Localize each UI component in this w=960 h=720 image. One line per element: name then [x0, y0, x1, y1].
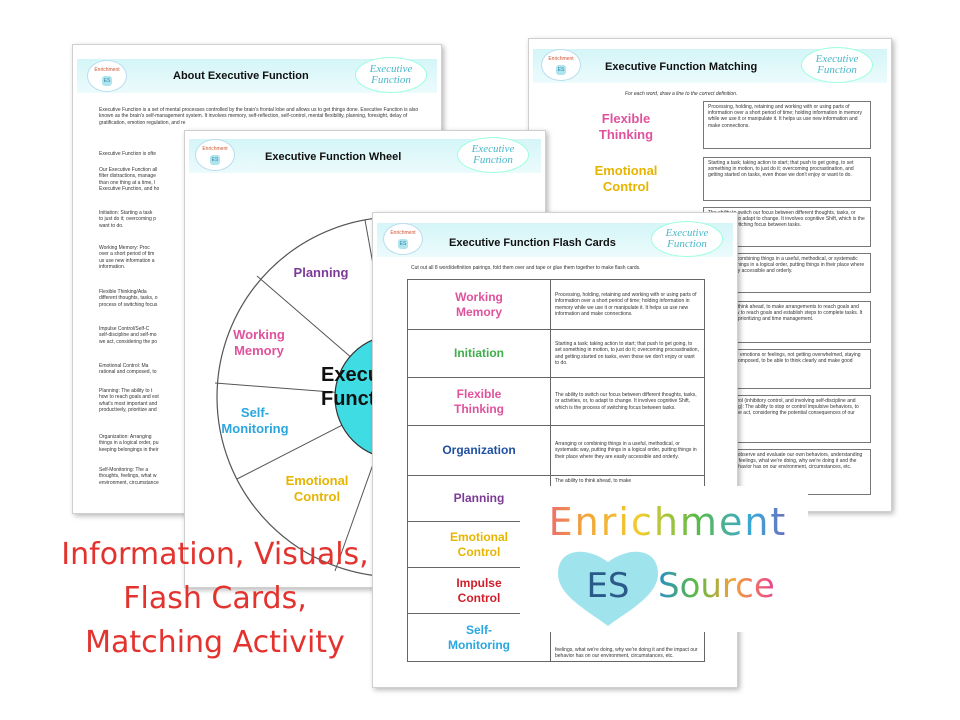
- flash-definition: The ability to switch our focus between …: [550, 377, 705, 426]
- table-row: Flexible Thinking The ability to switch …: [407, 377, 705, 426]
- table-row: Organization Arranging or combining thin…: [407, 425, 705, 476]
- sheet-title: Executive Function Matching: [605, 61, 758, 73]
- wheel-label-planning: Planning: [293, 265, 349, 280]
- instructions: Cut out all 8 word/definition pairings, …: [411, 265, 641, 271]
- heart-icon: [558, 551, 658, 626]
- logo-word-enrichment: Enrichment: [528, 500, 808, 544]
- flash-definition: Starting a task; taking action to start;…: [550, 329, 705, 378]
- flash-word: Working Memory: [407, 279, 551, 330]
- tagline-line-3: Matching Activity: [85, 625, 345, 660]
- flash-definition: Arranging or combining things in a usefu…: [550, 425, 705, 476]
- flash-word: Organization: [407, 425, 551, 476]
- logo-graphic: [558, 551, 658, 626]
- impulse-control-paragraph: Impulse Control/Self-C self-discipline a…: [99, 326, 158, 345]
- executive-function-badge: Executive Function: [651, 221, 723, 257]
- enrichment-source-logo-large: Enrichment ES Source: [520, 486, 808, 632]
- tagline-line-2: Flash Cards,: [123, 581, 307, 616]
- table-row: Working Memory Processing, holding, reta…: [407, 279, 705, 330]
- sheet-title: About Executive Function: [173, 70, 309, 82]
- sheet-title: Executive Function Flash Cards: [449, 237, 616, 249]
- flash-definition: Processing, holding, retaining and worki…: [550, 279, 705, 330]
- logo-word-source: Source: [658, 566, 808, 606]
- planning-paragraph: Planning: The ability to t how to reach …: [99, 388, 159, 414]
- definition-box: Processing, holding, retaining and worki…: [703, 101, 871, 149]
- definition-box: Starting a task; taking action to start;…: [703, 157, 871, 201]
- flash-word: Flexible Thinking: [407, 377, 551, 426]
- executive-function-badge: Executive Function: [355, 57, 427, 93]
- organization-paragraph: Organization: Arranging things in a logi…: [99, 434, 159, 453]
- logo-badge-es: ES: [586, 566, 630, 606]
- working-memory-paragraph: Working Memory: Proc over a short period…: [99, 245, 155, 271]
- executive-function-badge: Executive Function: [801, 47, 873, 83]
- executive-function-badge: Executive Function: [457, 137, 529, 173]
- word-flexible-thinking: Flexible Thinking: [598, 111, 654, 142]
- flexible-thinking-paragraph: Flexible Thinking/Ada different thoughts…: [99, 289, 158, 308]
- wheel-label-working-memory: Working Memory: [233, 327, 285, 358]
- paragraph: Our Executive Function all filter distra…: [99, 167, 160, 193]
- word-emotional-control: Emotional Control: [594, 163, 658, 194]
- intro-paragraph: Executive Function is a set of mental pr…: [99, 107, 419, 126]
- flash-word: Initiation: [407, 329, 551, 378]
- instructions: For each word, draw a line to the correc…: [625, 91, 738, 97]
- wheel-label-self-monitoring: Self- Monitoring: [221, 405, 289, 436]
- emotional-control-paragraph: Emotional Control: Ma rational and compo…: [99, 363, 157, 376]
- self-monitoring-paragraph: Self-Monitoring: The a thoughts, feeling…: [99, 467, 159, 486]
- table-row: Initiation Starting a task; taking actio…: [407, 329, 705, 378]
- sheet-title: Executive Function Wheel: [265, 151, 402, 163]
- wheel-label-emotional-control: Emotional Control: [285, 473, 349, 504]
- paragraph: Executive Function is ofte: [99, 151, 156, 157]
- initiation-paragraph: Initiation: Starting a task to just do i…: [99, 210, 156, 229]
- tagline-line-1: Information, Visuals,: [61, 537, 369, 572]
